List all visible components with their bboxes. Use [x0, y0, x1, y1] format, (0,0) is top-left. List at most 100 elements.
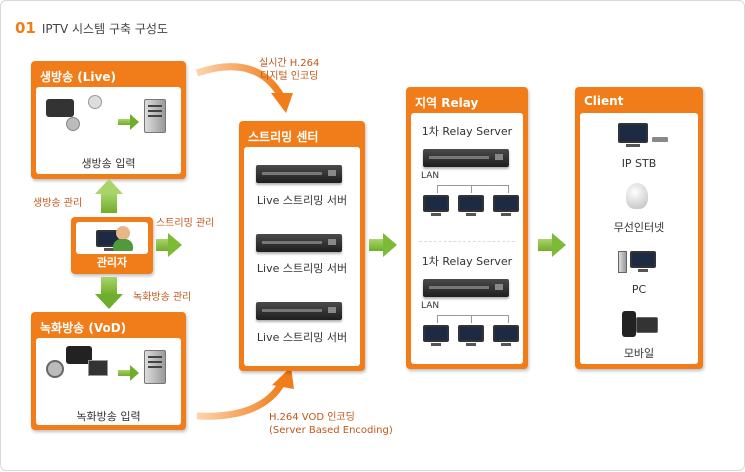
- admin-label: 관리자: [96, 256, 128, 269]
- relay-server-icon-2: [423, 279, 509, 297]
- client-panel: Client IP STB 무선인터넷 PC 모바일: [575, 87, 703, 369]
- vod-encoder-server-icon: [144, 350, 166, 384]
- streaming-server-label-1: Live 스트리밍 서버: [256, 194, 348, 207]
- relay-divider: [419, 241, 515, 242]
- admin-panel: 관리자: [71, 217, 153, 274]
- relay-server-label-1: 1차 Relay Server: [421, 125, 513, 138]
- curved-arrow-top: [195, 63, 285, 98]
- relay-monitor-icon-6: [493, 325, 519, 346]
- right-arrow-relay-head: [383, 233, 397, 257]
- client-label-mobile: 모바일: [623, 347, 655, 360]
- streaming-center-title: 스트리밍 센터: [248, 130, 319, 144]
- right-arrow-relay-icon: [369, 239, 383, 251]
- relay-monitor-icon-3: [493, 195, 519, 216]
- right-arrow-client-head: [552, 233, 566, 257]
- right-arrow-admin-head: [168, 233, 182, 257]
- green-arrow-small-head-2: [130, 365, 139, 381]
- encoding-bottom-line1: H.264 VOD 인코딩: [269, 412, 355, 423]
- streaming-server-icon-2: [256, 234, 342, 252]
- live-panel-body: 생방송 입력: [36, 87, 181, 174]
- curved-arrow-bottom: [196, 379, 287, 420]
- streaming-server-icon-1: [256, 165, 342, 183]
- client-label-ipstb: IP STB: [621, 157, 657, 170]
- admin-user-icon: [116, 226, 130, 240]
- green-arrow-small-head: [130, 114, 139, 130]
- relay-server-label-2: 1차 Relay Server: [421, 255, 513, 268]
- mobile-icon: [622, 311, 636, 337]
- encoder-server-icon: [144, 99, 166, 133]
- lan-label-1: LAN: [421, 171, 440, 181]
- film-reel-icon: [46, 360, 64, 378]
- lan-drop-2b: [471, 315, 472, 323]
- stream-mgmt-label: 스트리밍 관리: [156, 218, 215, 229]
- heading-title: IPTV 시스템 구축 구성도: [41, 22, 168, 36]
- mobile-device-icon: [636, 317, 658, 333]
- lan-line-2: [437, 315, 509, 316]
- streaming-server-label-3: Live 스트리밍 서버: [256, 331, 348, 344]
- camera-icon: [46, 99, 74, 117]
- encoding-bottom-line2: (Server Based Encoding): [269, 425, 393, 436]
- relay-monitor-icon-1: [423, 195, 449, 216]
- streaming-center-panel: 스트리밍 센터 Live 스트리밍 서버 Live 스트리밍 서버 Live 스…: [239, 121, 365, 371]
- green-arrow-small-icon: [118, 119, 130, 125]
- live-mgmt-label: 생방송 관리: [33, 198, 83, 209]
- dvd-icon: [88, 360, 108, 376]
- relay-monitor-icon-5: [458, 325, 484, 346]
- down-arrow-icon: [101, 277, 117, 295]
- live-panel-caption: 생방송 입력: [81, 157, 136, 170]
- right-arrow-client-icon: [538, 239, 552, 251]
- vod-panel-title: 녹화방송 (VoD): [40, 321, 127, 335]
- up-arrow-icon: [101, 193, 117, 213]
- tv-stb-icon: [618, 123, 648, 147]
- webcam-icon: [66, 117, 80, 131]
- pc-icon: [630, 251, 656, 272]
- lan-line-1: [437, 185, 509, 186]
- admin-user-body: [113, 239, 133, 251]
- vod-panel-body: 녹화방송 입력: [36, 338, 181, 425]
- green-arrow-small-icon-2: [118, 370, 130, 376]
- encoding-top-line1: 실시간 H.264: [259, 58, 320, 69]
- encoding-top-line2: 디지털 인코딩: [260, 71, 319, 82]
- encoding-bottom-label: H.264 VOD 인코딩 (Server Based Encoding): [269, 411, 393, 437]
- right-arrow-admin-icon: [156, 239, 168, 251]
- streaming-server-label-2: Live 스트리밍 서버: [256, 262, 348, 275]
- live-panel: 생방송 (Live) 생방송 입력: [31, 61, 186, 179]
- down-arrow-head: [95, 294, 123, 309]
- heading-number: 01: [15, 19, 36, 37]
- page-heading: 01 IPTV 시스템 구축 구성도: [15, 19, 168, 37]
- dslr-camera-icon: [66, 346, 92, 364]
- relay-title: 지역 Relay: [415, 96, 479, 110]
- streaming-center-body: Live 스트리밍 서버 Live 스트리밍 서버 Live 스트리밍 서버: [244, 147, 360, 366]
- lan-label-2: LAN: [421, 301, 440, 311]
- client-label-wireless: 무선인터넷: [613, 221, 665, 234]
- ip-camera-icon: [88, 95, 102, 109]
- wireless-icon: [626, 183, 648, 209]
- relay-monitor-icon-4: [423, 325, 449, 346]
- client-body: IP STB 무선인터넷 PC 모바일: [580, 113, 698, 364]
- live-panel-title: 생방송 (Live): [40, 70, 116, 84]
- admin-body: [76, 222, 148, 254]
- lan-drop-1a: [437, 185, 438, 193]
- curved-arrow-top-head: [271, 93, 293, 113]
- streaming-server-icon-3: [256, 302, 342, 320]
- encoding-top-label: 실시간 H.264 디지털 인코딩: [259, 57, 319, 83]
- up-arrow-head: [95, 179, 123, 194]
- client-title: Client: [584, 94, 624, 108]
- relay-panel: 지역 Relay 1차 Relay Server LAN 1차 Relay Se…: [406, 87, 528, 369]
- lan-drop-1c: [508, 185, 509, 193]
- vod-panel-caption: 녹화방송 입력: [76, 410, 141, 423]
- curved-arrow-bottom-head: [272, 367, 294, 389]
- pc-tower-icon: [618, 251, 627, 273]
- lan-drop-2c: [508, 315, 509, 323]
- stb-box-icon: [652, 137, 668, 142]
- relay-server-icon-1: [423, 149, 509, 167]
- relay-body: 1차 Relay Server LAN 1차 Relay Server LAN: [411, 113, 523, 364]
- client-label-pc: PC: [631, 283, 647, 296]
- lan-drop-1b: [471, 185, 472, 193]
- vod-panel: 녹화방송 (VoD) 녹화방송 입력: [31, 312, 186, 430]
- lan-drop-2a: [437, 315, 438, 323]
- vod-mgmt-label: 녹화방송 관리: [133, 292, 192, 303]
- relay-monitor-icon-2: [458, 195, 484, 216]
